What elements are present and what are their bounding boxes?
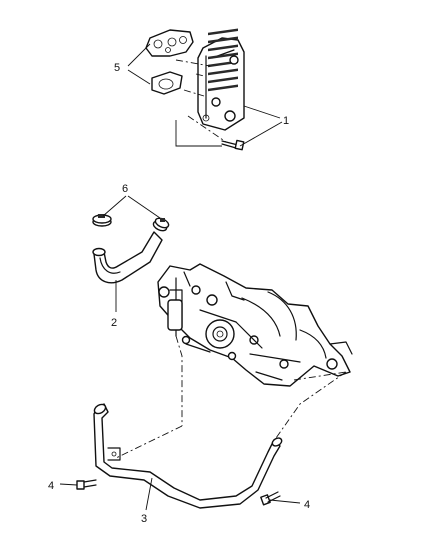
gasket-lower[interactable] <box>151 71 183 95</box>
cooler-bolt[interactable] <box>221 139 245 151</box>
callout-1: 1 <box>283 115 289 127</box>
coolant-tube[interactable] <box>93 403 283 509</box>
callout-3: 3 <box>141 513 147 525</box>
callout-4-right: 4 <box>304 499 310 511</box>
coolant-hose[interactable] <box>92 231 163 284</box>
callout-6: 6 <box>122 183 128 195</box>
tube-bolt-right[interactable] <box>260 491 281 506</box>
tube-bolt-left[interactable] <box>76 479 97 490</box>
callout-4-left: 4 <box>48 480 54 492</box>
engine-block <box>157 263 353 387</box>
callout-5: 5 <box>114 62 120 74</box>
hose-clamp-left[interactable] <box>92 214 112 227</box>
callout-2: 2 <box>111 317 117 329</box>
hose-clamp-right[interactable] <box>152 216 170 232</box>
gasket-upper[interactable] <box>145 29 194 57</box>
oil-cooler[interactable] <box>197 28 245 131</box>
